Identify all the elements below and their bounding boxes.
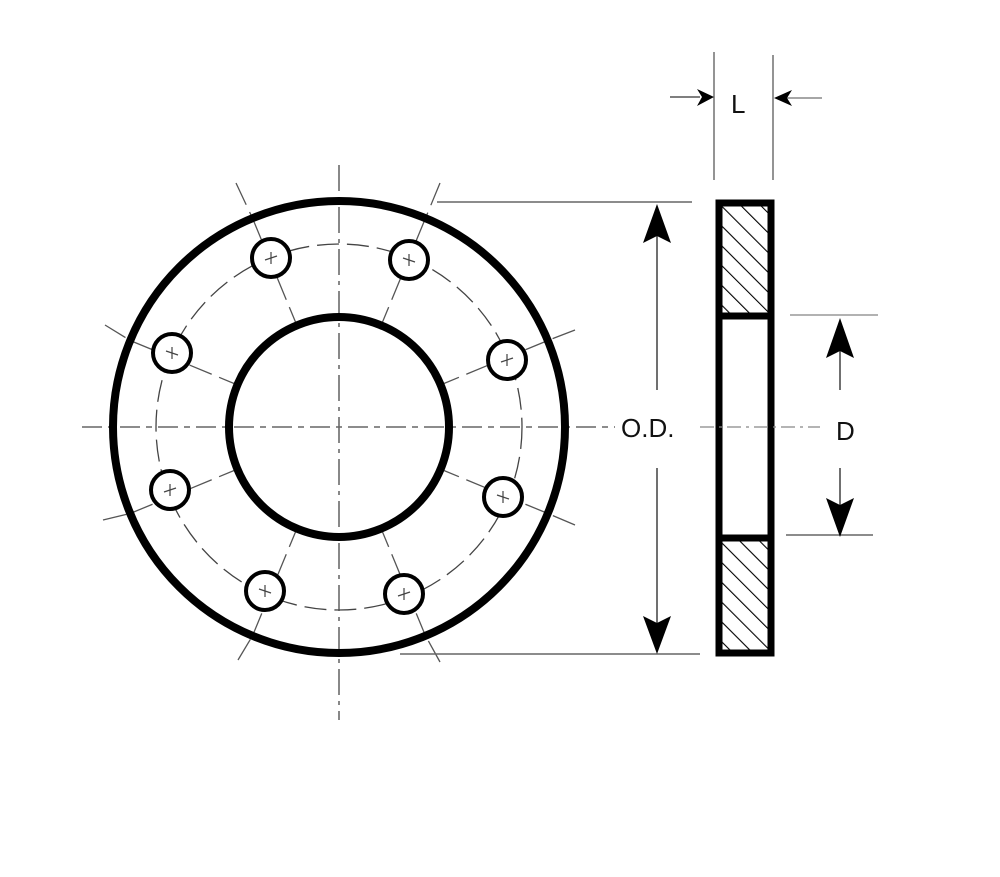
outer-diameter-circle <box>109 197 569 657</box>
radial-bolt-lines <box>102 182 576 663</box>
bolt-circle <box>155 243 523 611</box>
od-arrow-down-icon <box>643 616 671 654</box>
side-outline <box>715 199 775 657</box>
bolt-hole-center-marks <box>163 252 514 600</box>
l-label: L <box>731 89 745 119</box>
side-view <box>700 199 820 657</box>
inner-diameter-dimension: D <box>786 314 878 537</box>
lower-hatched-section <box>721 541 769 651</box>
inner-bore-circle <box>225 313 453 541</box>
l-arrow-right-icon <box>697 89 714 106</box>
l-arrow-left-icon <box>774 90 792 106</box>
d-arrow-down-icon <box>826 498 854 537</box>
od-arrow-up-icon <box>643 204 671 243</box>
upper-hatched-section <box>721 205 769 313</box>
thickness-dimension: L <box>670 52 822 180</box>
front-view <box>82 165 615 720</box>
od-label: O.D. <box>621 413 674 443</box>
d-label: D <box>836 416 855 446</box>
od-dimension: O.D. <box>400 201 700 655</box>
d-arrow-up-icon <box>826 318 854 358</box>
